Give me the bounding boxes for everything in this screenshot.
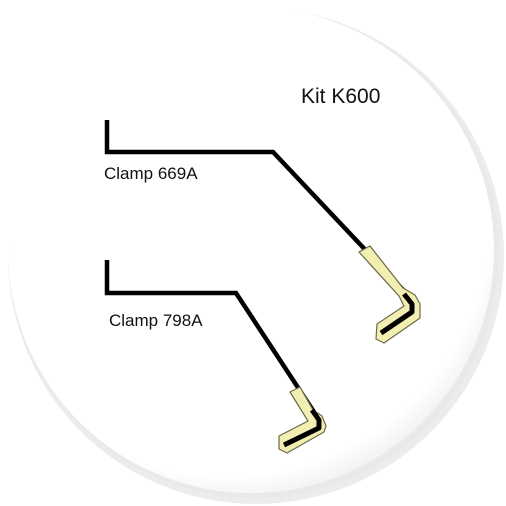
clamp-669a-label: Clamp 669A xyxy=(104,164,198,183)
clamp-798a-pad xyxy=(278,386,327,454)
clamp-798a-label: Clamp 798A xyxy=(109,311,203,330)
kit-title: Kit K600 xyxy=(301,85,381,108)
clamp-669a-drawing xyxy=(104,120,421,344)
clamp-798a-hook xyxy=(282,408,322,448)
clamp-798a-wire xyxy=(104,260,316,414)
clamp-798a-drawing xyxy=(104,260,327,454)
disc-background xyxy=(8,7,494,493)
clamp-669a-wire xyxy=(104,120,409,296)
clamp-669a-hook xyxy=(379,292,415,336)
